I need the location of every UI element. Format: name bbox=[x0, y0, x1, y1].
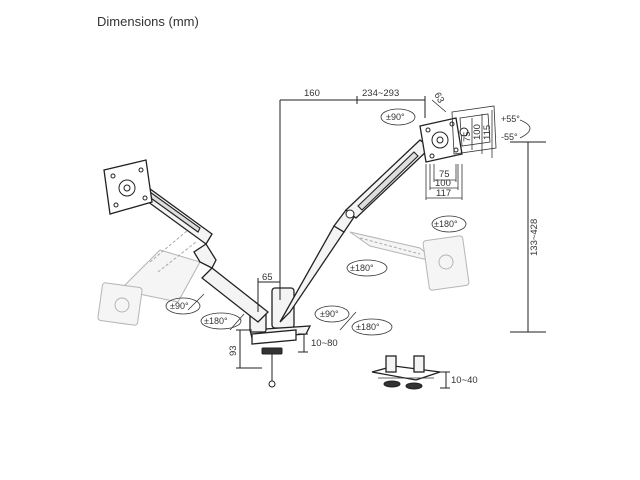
rot-left-panel: ±90° bbox=[170, 301, 189, 311]
rot-base-a: ±90° bbox=[320, 309, 339, 319]
desk-clamp bbox=[251, 329, 297, 388]
ghost-right-monitor-position bbox=[349, 231, 470, 291]
dim-arm-extension: 234~293 bbox=[362, 88, 399, 99]
rot-top-right: ±90° bbox=[386, 112, 405, 122]
dim-vesa-x-117: 117 bbox=[436, 188, 451, 199]
dimension-lines bbox=[187, 96, 546, 389]
right-arm bbox=[279, 139, 431, 323]
rot-right-panel: ±180° bbox=[434, 219, 458, 229]
dim-vesa-x-100: 100 bbox=[435, 178, 451, 189]
dim-grommet-range: 10~40 bbox=[451, 375, 478, 386]
grommet-mount-detail bbox=[371, 355, 441, 390]
ghost-left-monitor-position bbox=[97, 229, 201, 326]
vesa-pattern-detail bbox=[451, 105, 497, 155]
dim-vesa-y-75: 75 bbox=[462, 131, 473, 142]
diagram-title: Dimensions (mm) bbox=[97, 14, 199, 29]
rot-left-arm: ±180° bbox=[204, 316, 228, 326]
rot-base-b: ±180° bbox=[356, 322, 380, 332]
dim-arm-upper: 160 bbox=[304, 88, 320, 99]
dim-clamp-height: 93 bbox=[228, 345, 239, 356]
dim-height-range: 133~428 bbox=[529, 219, 540, 256]
dim-vesa-y-115: 115 bbox=[482, 125, 493, 140]
rot-tilt-down: -55° bbox=[501, 132, 518, 142]
rot-right-arm: ±180° bbox=[350, 263, 374, 273]
dim-tilt-offset: 63 bbox=[431, 91, 446, 106]
rot-tilt-up: +55° bbox=[501, 114, 520, 124]
dimension-labels: 160 234~293 63 75 100 117 75 100 115 133… bbox=[228, 88, 540, 386]
rotation-labels: +55° -55° ±90° ±180° ±180° ±90° ±180° ±9… bbox=[170, 112, 520, 332]
dim-pole-width: 65 bbox=[262, 272, 273, 283]
rotation-markers bbox=[165, 108, 467, 336]
left-monitor-plate bbox=[103, 159, 153, 215]
dim-vesa-y-100: 100 bbox=[472, 124, 483, 140]
right-monitor-plate bbox=[419, 117, 463, 163]
dim-clamp-range: 10~80 bbox=[311, 338, 338, 349]
dim-vesa-x-75: 75 bbox=[439, 169, 450, 180]
